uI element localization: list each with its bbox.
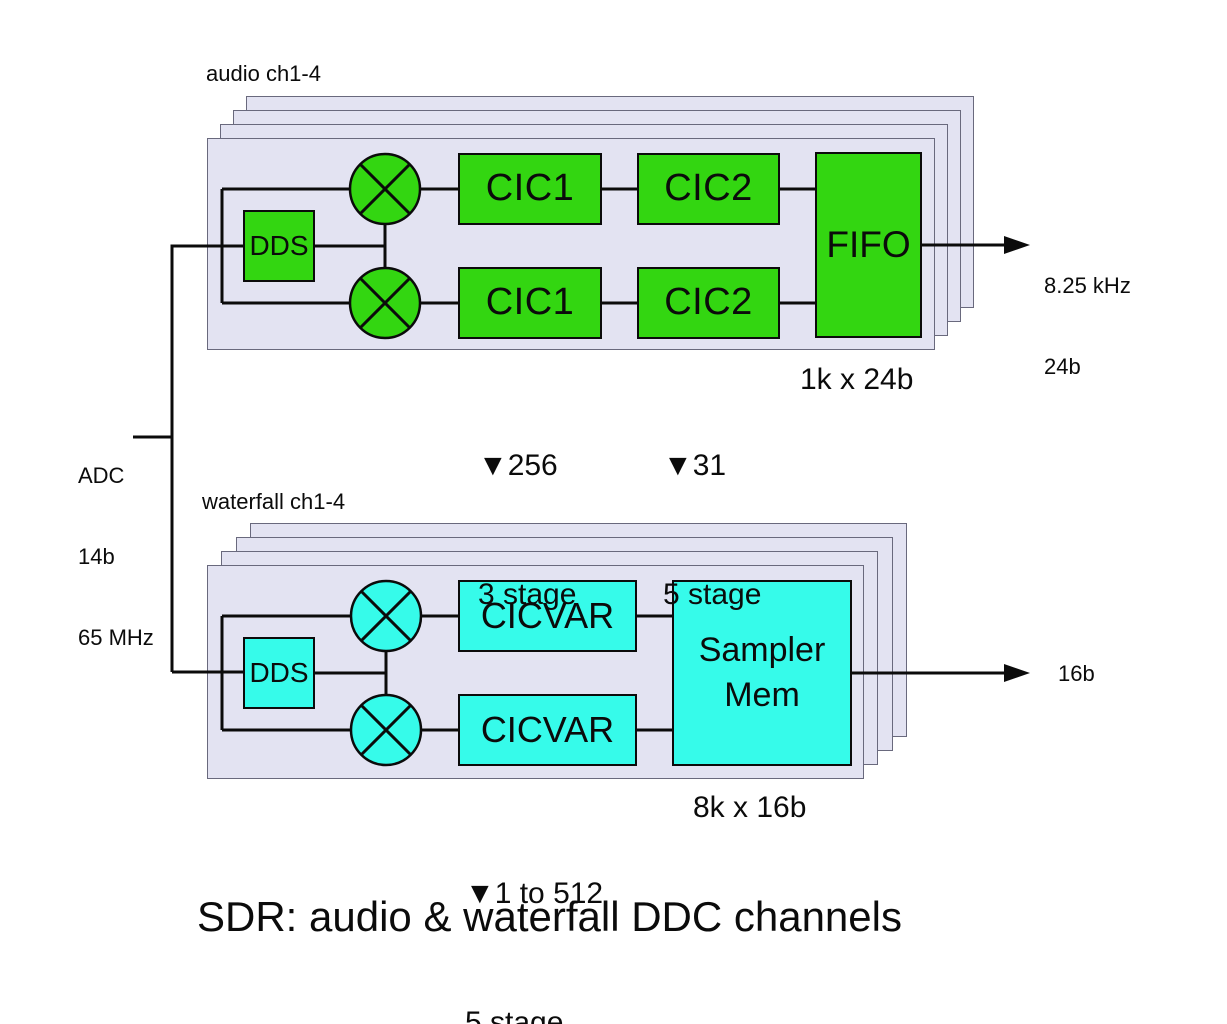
waterfall-mixer-q-icon: [349, 693, 423, 767]
waterfall-sampler-note: 8k x 16b: [693, 791, 807, 824]
audio-dds-block: DDS: [243, 210, 315, 282]
audio-cic1-i-block: CIC1: [458, 153, 602, 225]
adc-label-line3: 65 MHz: [78, 625, 154, 650]
audio-cic2-stages: 5 stage: [663, 578, 762, 611]
diagram-title: SDR: audio & waterfall DDC channels: [197, 893, 902, 940]
waterfall-cicvar-q-label: CICVAR: [480, 709, 615, 751]
audio-cic1-stages: 3 stage: [478, 578, 577, 611]
waterfall-cicvar-decimation: ▼1 to 512: [465, 877, 604, 910]
audio-cic2-q-label: CIC2: [664, 281, 753, 324]
adc-label-line1: ADC: [78, 463, 125, 488]
audio-cic2-q-block: CIC2: [637, 267, 780, 339]
waterfall-cicvar-q-block: CICVAR: [458, 694, 637, 766]
audio-output-arrow: [922, 236, 1030, 254]
audio-cic1-q-block: CIC1: [458, 267, 602, 339]
waterfall-dds-label: DDS: [249, 657, 309, 689]
audio-output-width: 24b: [1044, 354, 1081, 379]
waterfall-output-label: 16b: [1058, 661, 1095, 686]
audio-cic1-q-label: CIC1: [485, 281, 575, 324]
waterfall-cicvar-i-block: CICVAR: [458, 580, 637, 652]
waterfall-cicvar-note: ▼1 to 512 5 stage: [465, 786, 603, 1024]
waterfall-section-label: waterfall ch1-4: [202, 489, 346, 514]
audio-cic2-note: ▼31 5 stage: [663, 358, 761, 702]
audio-cic2-i-block: CIC2: [637, 153, 780, 225]
audio-cic2-i-label: CIC2: [664, 167, 753, 210]
audio-mixer-i-icon: [348, 152, 422, 226]
audio-fifo-note: 1k x 24b: [800, 363, 914, 396]
audio-output-label: 8.25 kHz 24b: [1044, 218, 1131, 434]
waterfall-sampler-mem-block: Sampler Mem: [672, 580, 852, 766]
audio-dds-label: DDS: [249, 230, 309, 262]
sampler-mem-label-line1: Sampler: [698, 631, 826, 669]
audio-mixer-q-icon: [348, 266, 422, 340]
waterfall-cicvar-stages: 5 stage: [465, 1006, 564, 1024]
waterfall-dds-block: DDS: [243, 637, 315, 709]
sampler-mem-label-line2: Mem: [724, 676, 800, 714]
audio-cic1-i-label: CIC1: [485, 167, 575, 210]
audio-cic2-decimation: ▼31: [663, 449, 727, 482]
audio-cic1-note: ▼256 3 stage: [478, 358, 576, 702]
audio-signal-wires: [220, 187, 815, 305]
audio-output-rate: 8.25 kHz: [1044, 273, 1131, 298]
adc-input-label: ADC 14b 65 MHz: [78, 408, 154, 705]
audio-cic1-decimation: ▼256: [478, 449, 558, 482]
adc-label-line2: 14b: [78, 544, 115, 569]
waterfall-mixer-i-icon: [349, 579, 423, 653]
adc-bus-wire: [133, 244, 243, 674]
waterfall-output-arrow: [852, 664, 1030, 682]
audio-section-label: audio ch1-4: [206, 61, 321, 86]
waterfall-signal-wires: [220, 614, 672, 732]
audio-fifo-block: FIFO: [815, 152, 922, 338]
waterfall-cicvar-i-label: CICVAR: [480, 595, 615, 637]
audio-fifo-label: FIFO: [826, 223, 911, 265]
